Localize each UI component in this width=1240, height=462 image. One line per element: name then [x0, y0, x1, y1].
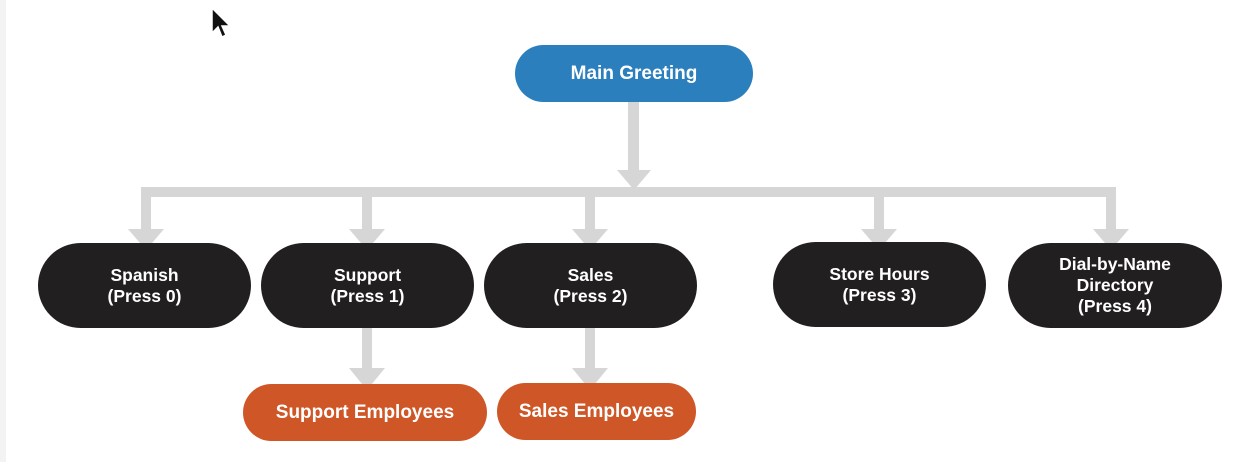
connector-root-stem [628, 100, 639, 172]
connector-support-arrow [349, 368, 385, 390]
connector-branch-3 [874, 187, 884, 231]
connector-arrow-2 [572, 229, 608, 250]
option-store-hours-node: Store Hours (Press 3) [773, 242, 986, 327]
mouse-pointer-icon [211, 6, 232, 39]
option-dial-by-name-node: Dial-by-Name Directory (Press 4) [1008, 243, 1222, 328]
connector-sales-arrow [572, 368, 608, 390]
left-edge-strip [0, 0, 6, 462]
connector-branch-2 [585, 187, 595, 231]
main-greeting-node: Main Greeting [515, 45, 753, 102]
connector-branch-0 [141, 187, 151, 231]
connector-support-stem [362, 326, 372, 371]
connector-branch-4 [1106, 187, 1116, 231]
connector-root-arrowhead [617, 170, 651, 190]
connector-bus [141, 187, 1116, 197]
connector-arrow-3 [861, 229, 897, 250]
connector-sales-stem [585, 326, 595, 371]
connector-arrow-1 [349, 229, 385, 250]
option-spanish-node: Spanish (Press 0) [38, 243, 251, 328]
connector-arrow-0 [128, 229, 164, 250]
connector-branch-1 [362, 187, 372, 231]
option-sales-node: Sales (Press 2) [484, 243, 697, 328]
support-employees-node: Support Employees [243, 384, 487, 441]
option-support-node: Support (Press 1) [261, 243, 474, 328]
connector-arrow-4 [1093, 229, 1129, 250]
sales-employees-node: Sales Employees [497, 383, 696, 440]
